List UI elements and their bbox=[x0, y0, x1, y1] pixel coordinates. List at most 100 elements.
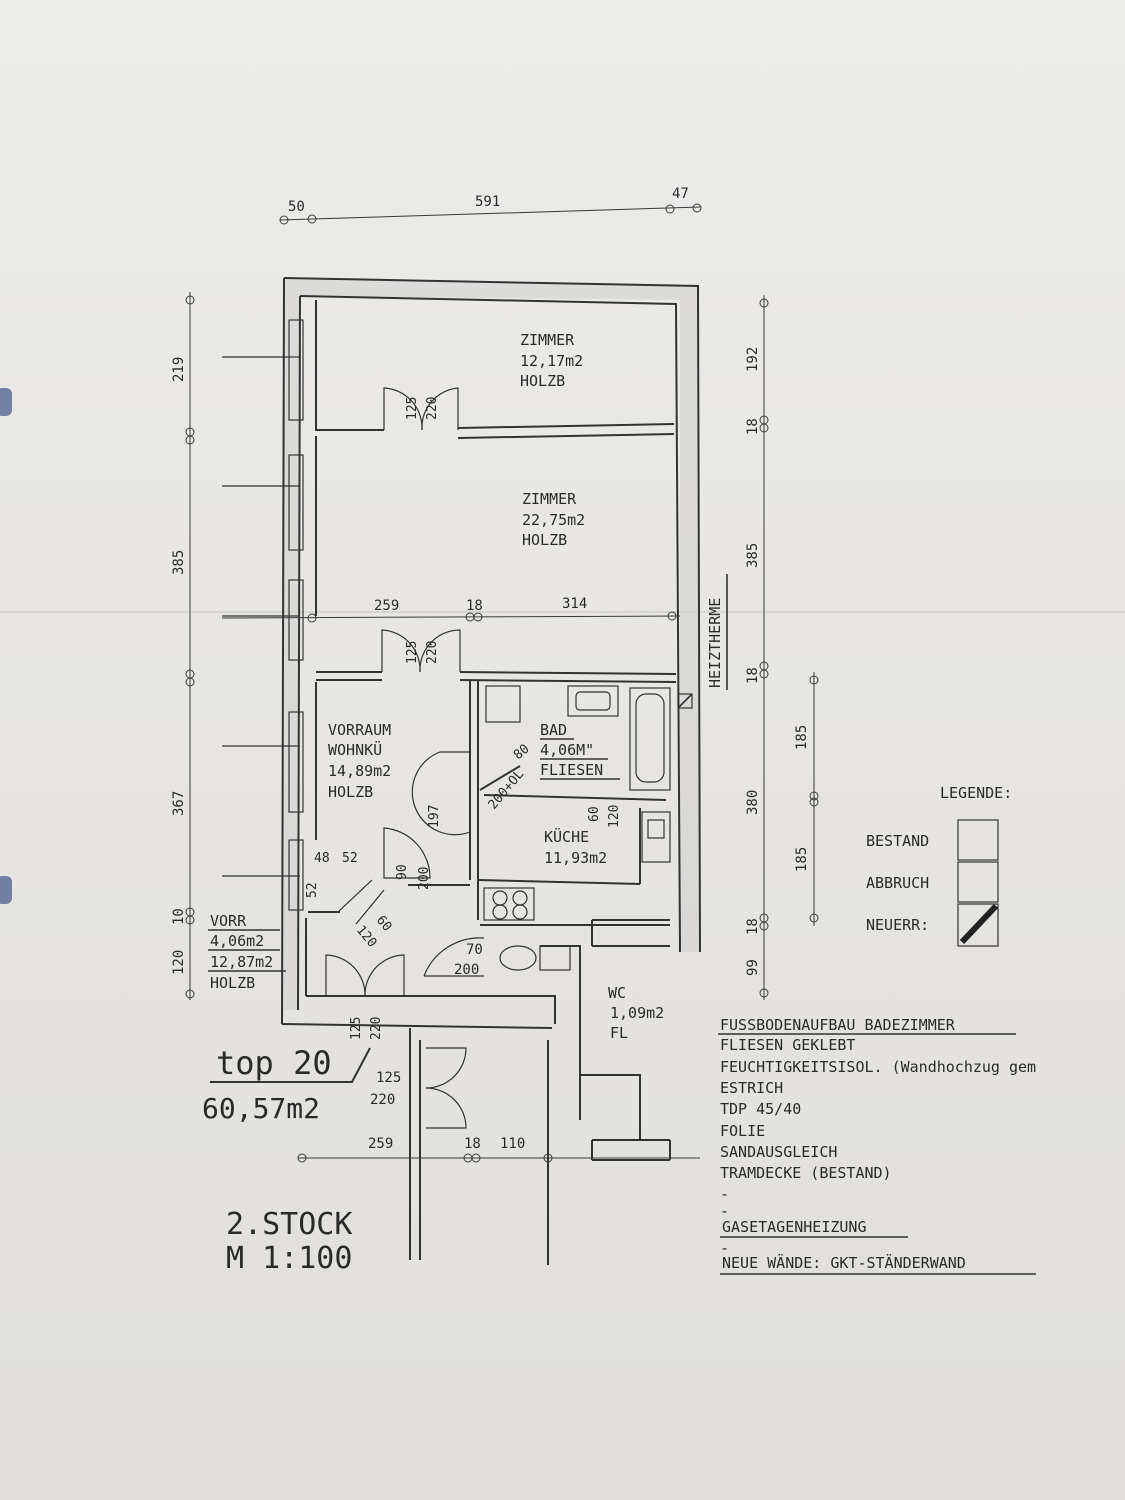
svg-text:TDP 45/40: TDP 45/40 bbox=[720, 1100, 801, 1118]
door-dim: 200 bbox=[454, 962, 479, 978]
door-dim: 220 bbox=[370, 1092, 395, 1108]
unit-label: top 20 60,57m2 bbox=[202, 1044, 371, 1125]
floor-stamp: 2.STOCK M 1:100 bbox=[226, 1207, 352, 1276]
top-dimension: 50 591 47 bbox=[279, 186, 702, 225]
svg-text:ZIMMER: ZIMMER bbox=[522, 490, 577, 508]
door-dim: 200 bbox=[417, 867, 432, 890]
door-dim: 90 bbox=[395, 864, 410, 880]
dim-label: 219 bbox=[171, 357, 187, 382]
door-dim: 120 bbox=[353, 923, 380, 951]
floor-buildup-notes: FUSSBODENAUFBAU BADEZIMMER FLIESEN GEKLE… bbox=[718, 1016, 1036, 1275]
dim-label: 18 bbox=[745, 918, 761, 935]
door-dim: 70 bbox=[466, 942, 483, 958]
notes-walls: NEUE WÄNDE: GKT-STÄNDERWAND bbox=[722, 1253, 966, 1272]
svg-text:HOLZB: HOLZB bbox=[522, 531, 567, 549]
heiztherme-label: HEIZTHERME bbox=[706, 574, 728, 690]
svg-text:12,17m2: 12,17m2 bbox=[520, 352, 583, 370]
door-dim: 52 bbox=[342, 851, 358, 866]
svg-text:HOLZB: HOLZB bbox=[520, 372, 565, 390]
door-dim: 197 bbox=[427, 805, 442, 828]
dim-label: 367 bbox=[171, 791, 187, 816]
svg-text:BAD: BAD bbox=[540, 721, 567, 739]
door-dim: 125 bbox=[405, 641, 420, 664]
dim-label: 18 bbox=[745, 667, 761, 684]
dim-label: 314 bbox=[562, 596, 587, 612]
door-dim: 220 bbox=[369, 1017, 384, 1040]
svg-text:WOHNKÜ: WOHNKÜ bbox=[328, 740, 382, 759]
svg-text:-: - bbox=[720, 1239, 729, 1257]
dim-label: 18 bbox=[464, 1136, 481, 1152]
door-dim: 220 bbox=[425, 641, 440, 664]
dim-label: 385 bbox=[171, 550, 187, 575]
door-dim: 60 bbox=[373, 913, 395, 935]
plan-scale: M 1:100 bbox=[226, 1241, 352, 1276]
svg-text:11,93m2: 11,93m2 bbox=[544, 849, 607, 867]
svg-text:-: - bbox=[720, 1185, 729, 1203]
door-dim: 52 bbox=[305, 882, 320, 898]
unit-title: top 20 bbox=[216, 1044, 332, 1082]
svg-text:SANDAUSGLEICH: SANDAUSGLEICH bbox=[720, 1143, 837, 1161]
dim-label: 18 bbox=[466, 598, 483, 614]
svg-text:14,89m2: 14,89m2 bbox=[328, 762, 391, 780]
room-zimmer-2: ZIMMER 22,75m2 HOLZB bbox=[522, 490, 585, 549]
notes-heating: GASETAGENHEIZUNG bbox=[722, 1218, 867, 1236]
internal-walls bbox=[305, 300, 693, 1265]
door-dim: 60 bbox=[587, 806, 602, 822]
svg-text:HOLZB: HOLZB bbox=[210, 974, 255, 992]
dim-label: 99 bbox=[745, 959, 761, 976]
legend-title: LEGENDE: bbox=[940, 784, 1012, 802]
dim-label: 380 bbox=[745, 790, 761, 815]
svg-text:FLIESEN: FLIESEN bbox=[540, 761, 603, 779]
room-bad: BAD 4,06M" FLIESEN bbox=[540, 721, 620, 780]
room-vorr: VORR 4,06m2 12,87m2 HOLZB bbox=[208, 912, 286, 992]
dim-label: 120 bbox=[171, 950, 187, 975]
svg-text:FLIESEN GEKLEBT: FLIESEN GEKLEBT bbox=[720, 1036, 855, 1054]
svg-text:-: - bbox=[720, 1202, 729, 1220]
legend-swatch-neuerr bbox=[957, 903, 999, 947]
mid-dimension-row: 259 18 314 bbox=[221, 596, 681, 623]
dim-label: 47 bbox=[672, 186, 689, 202]
svg-text:FEUCHTIGKEITSISOL. (Wandhochzu: FEUCHTIGKEITSISOL. (Wandhochzug gem bbox=[720, 1058, 1036, 1076]
outer-walls bbox=[222, 277, 701, 1029]
svg-text:ZIMMER: ZIMMER bbox=[520, 331, 575, 349]
svg-text:4,06m2: 4,06m2 bbox=[210, 932, 264, 950]
svg-text:HEIZTHERME: HEIZTHERME bbox=[706, 598, 724, 688]
legend: LEGENDE: BESTAND ABBRUCH NEUERR: bbox=[866, 784, 1012, 947]
floor-name: 2.STOCK bbox=[226, 1207, 352, 1242]
svg-text:FOLIE: FOLIE bbox=[720, 1122, 765, 1140]
dim-label: 385 bbox=[745, 543, 761, 568]
door-dim: 125 bbox=[376, 1070, 401, 1086]
legend-item-abbruch: ABBRUCH bbox=[866, 874, 929, 892]
dim-label: 110 bbox=[500, 1136, 525, 1152]
dim-label: 259 bbox=[374, 598, 399, 614]
svg-text:22,75m2: 22,75m2 bbox=[522, 511, 585, 529]
dim-label: 185 bbox=[794, 847, 810, 872]
svg-text:VORRAUM: VORRAUM bbox=[328, 721, 391, 739]
binder-mark bbox=[0, 876, 12, 904]
dim-label: 10 bbox=[171, 908, 187, 925]
binder-mark bbox=[0, 388, 12, 416]
door-dim: 125 bbox=[405, 397, 420, 420]
door-dim: 220 bbox=[425, 397, 440, 420]
legend-swatch-abbruch bbox=[957, 861, 999, 903]
svg-text:12,87m2: 12,87m2 bbox=[210, 953, 273, 971]
svg-text:1,09m2: 1,09m2 bbox=[610, 1004, 664, 1022]
room-wc: WC 1,09m2 FL bbox=[608, 984, 664, 1042]
legend-item-neuerr: NEUERR: bbox=[866, 916, 929, 934]
svg-text:ESTRICH: ESTRICH bbox=[720, 1079, 783, 1097]
svg-text:WC: WC bbox=[608, 984, 626, 1002]
svg-text:4,06M": 4,06M" bbox=[540, 741, 594, 759]
svg-text:TRAMDECKE (BESTAND): TRAMDECKE (BESTAND) bbox=[720, 1164, 892, 1182]
door-dim: 48 bbox=[314, 851, 330, 866]
svg-text:FL: FL bbox=[610, 1024, 628, 1042]
bottom-dimension-row: 259 18 110 bbox=[297, 1136, 700, 1163]
dim-label: 185 bbox=[794, 725, 810, 750]
legend-item-bestand: BESTAND bbox=[866, 832, 929, 850]
door-swings bbox=[325, 387, 521, 1129]
room-zimmer-1: ZIMMER 12,17m2 HOLZB bbox=[520, 331, 583, 390]
dim-label: 50 bbox=[288, 199, 305, 215]
svg-text:HOLZB: HOLZB bbox=[328, 783, 373, 801]
room-kueche: KÜCHE 11,93m2 bbox=[544, 827, 607, 867]
svg-text:KÜCHE: KÜCHE bbox=[544, 827, 589, 846]
